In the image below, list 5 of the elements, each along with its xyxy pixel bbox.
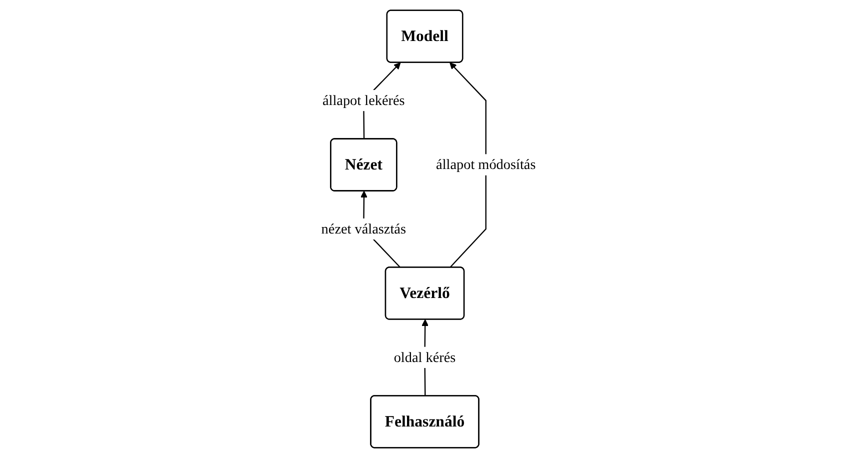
arrow: [450, 62, 487, 268]
edge-label: oldal kérés: [394, 348, 456, 364]
edge-label: állapot lekérés: [322, 92, 406, 108]
edge-label: állapot módosítás: [436, 156, 536, 172]
edge-label: nézet választás: [322, 220, 406, 236]
